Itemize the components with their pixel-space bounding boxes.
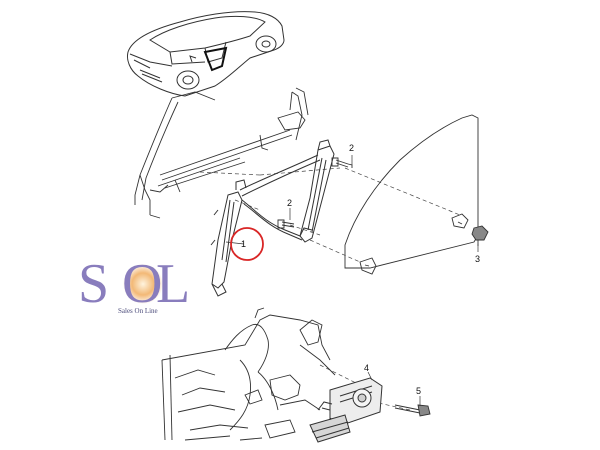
sol-logo: S O L Sales On Line: [78, 253, 191, 315]
door-frame: [134, 87, 309, 219]
bolt-5: [394, 404, 431, 417]
bolt-upper-2: [331, 157, 353, 168]
highlight-circle: [230, 227, 264, 261]
callout-3: 3: [475, 254, 480, 264]
bolt-middle-2: [277, 219, 295, 229]
logo-glow-orb: [123, 264, 163, 304]
callout-4: 4: [364, 363, 369, 373]
logo-tagline: Sales On Line: [118, 307, 158, 315]
logo-letter-l: L: [156, 253, 191, 315]
alignment-lines: [199, 167, 461, 411]
logo-letter-o: O: [122, 253, 163, 315]
window-motor: [309, 377, 383, 443]
lower-door-panel: [161, 307, 336, 441]
callout-5: 5: [416, 386, 421, 396]
window-glass: [344, 114, 479, 275]
callout-2-middle: 2: [287, 198, 292, 208]
callout-2-upper: 2: [349, 143, 354, 153]
bolt-3: [471, 225, 489, 246]
window-regulator: [210, 139, 335, 297]
car-thumbnail: [127, 11, 285, 97]
callout-1: 1: [241, 239, 246, 249]
leader-lines: [225, 155, 479, 406]
logo-letter-s: S: [78, 253, 110, 315]
